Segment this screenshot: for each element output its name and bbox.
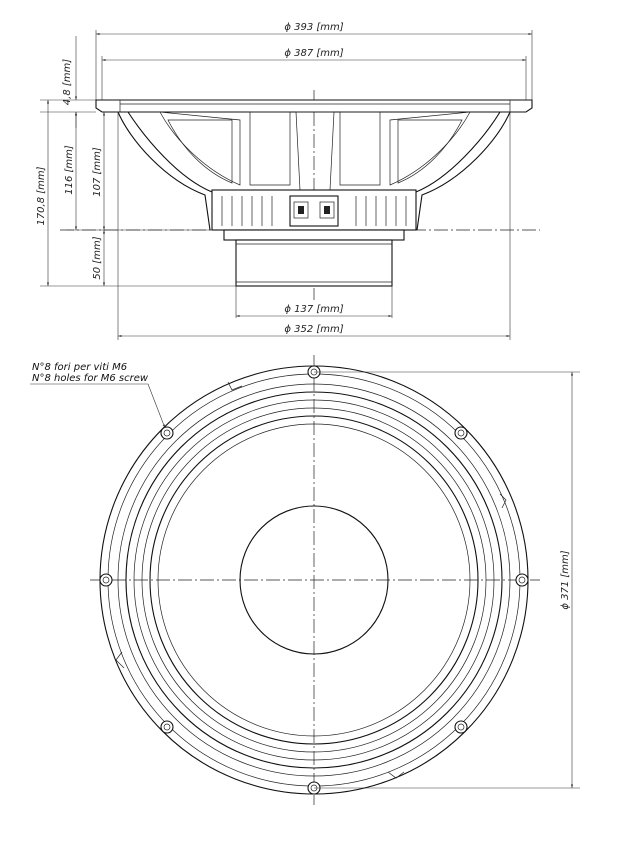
dim-magnet-depth: 50 [mm] xyxy=(92,236,103,279)
dim-basket-depth: 107 [mm] xyxy=(92,147,103,197)
front-view: N°8 fori per viti M6 N°8 holes for M6 sc… xyxy=(30,355,580,805)
dim-magnet-diameter: ϕ 137 [mm] xyxy=(284,304,343,315)
dim-baffle-cutout: ϕ 352 [mm] xyxy=(284,324,343,335)
dim-outer-diameter: ϕ 393 [mm] xyxy=(284,22,343,33)
dim-frame-depth: 116 [mm] xyxy=(64,145,75,195)
basket-left xyxy=(117,111,211,231)
dim-flange-thickness: 4,8 [mm] xyxy=(62,59,73,105)
frame-flange xyxy=(95,99,533,113)
surround xyxy=(149,415,479,745)
mounting-holes xyxy=(99,365,529,795)
holes-note-en: N°8 holes for M6 screw xyxy=(32,373,149,384)
dim-mount-diameter: ϕ 387 [mm] xyxy=(284,48,343,59)
dust-cap xyxy=(239,505,389,655)
dim-bolt-circle: ϕ 371 [mm] xyxy=(560,550,571,609)
basket-right xyxy=(416,111,511,231)
side-view: ϕ 393 [mm] ϕ 387 [mm] ϕ 137 [mm] ϕ 352 [… xyxy=(36,22,540,340)
magnet xyxy=(235,239,393,287)
holes-note-it: N°8 fori per viti M6 xyxy=(32,362,127,373)
terminal-block xyxy=(289,195,339,227)
dim-total-depth: 170,8 [mm] xyxy=(36,166,47,225)
